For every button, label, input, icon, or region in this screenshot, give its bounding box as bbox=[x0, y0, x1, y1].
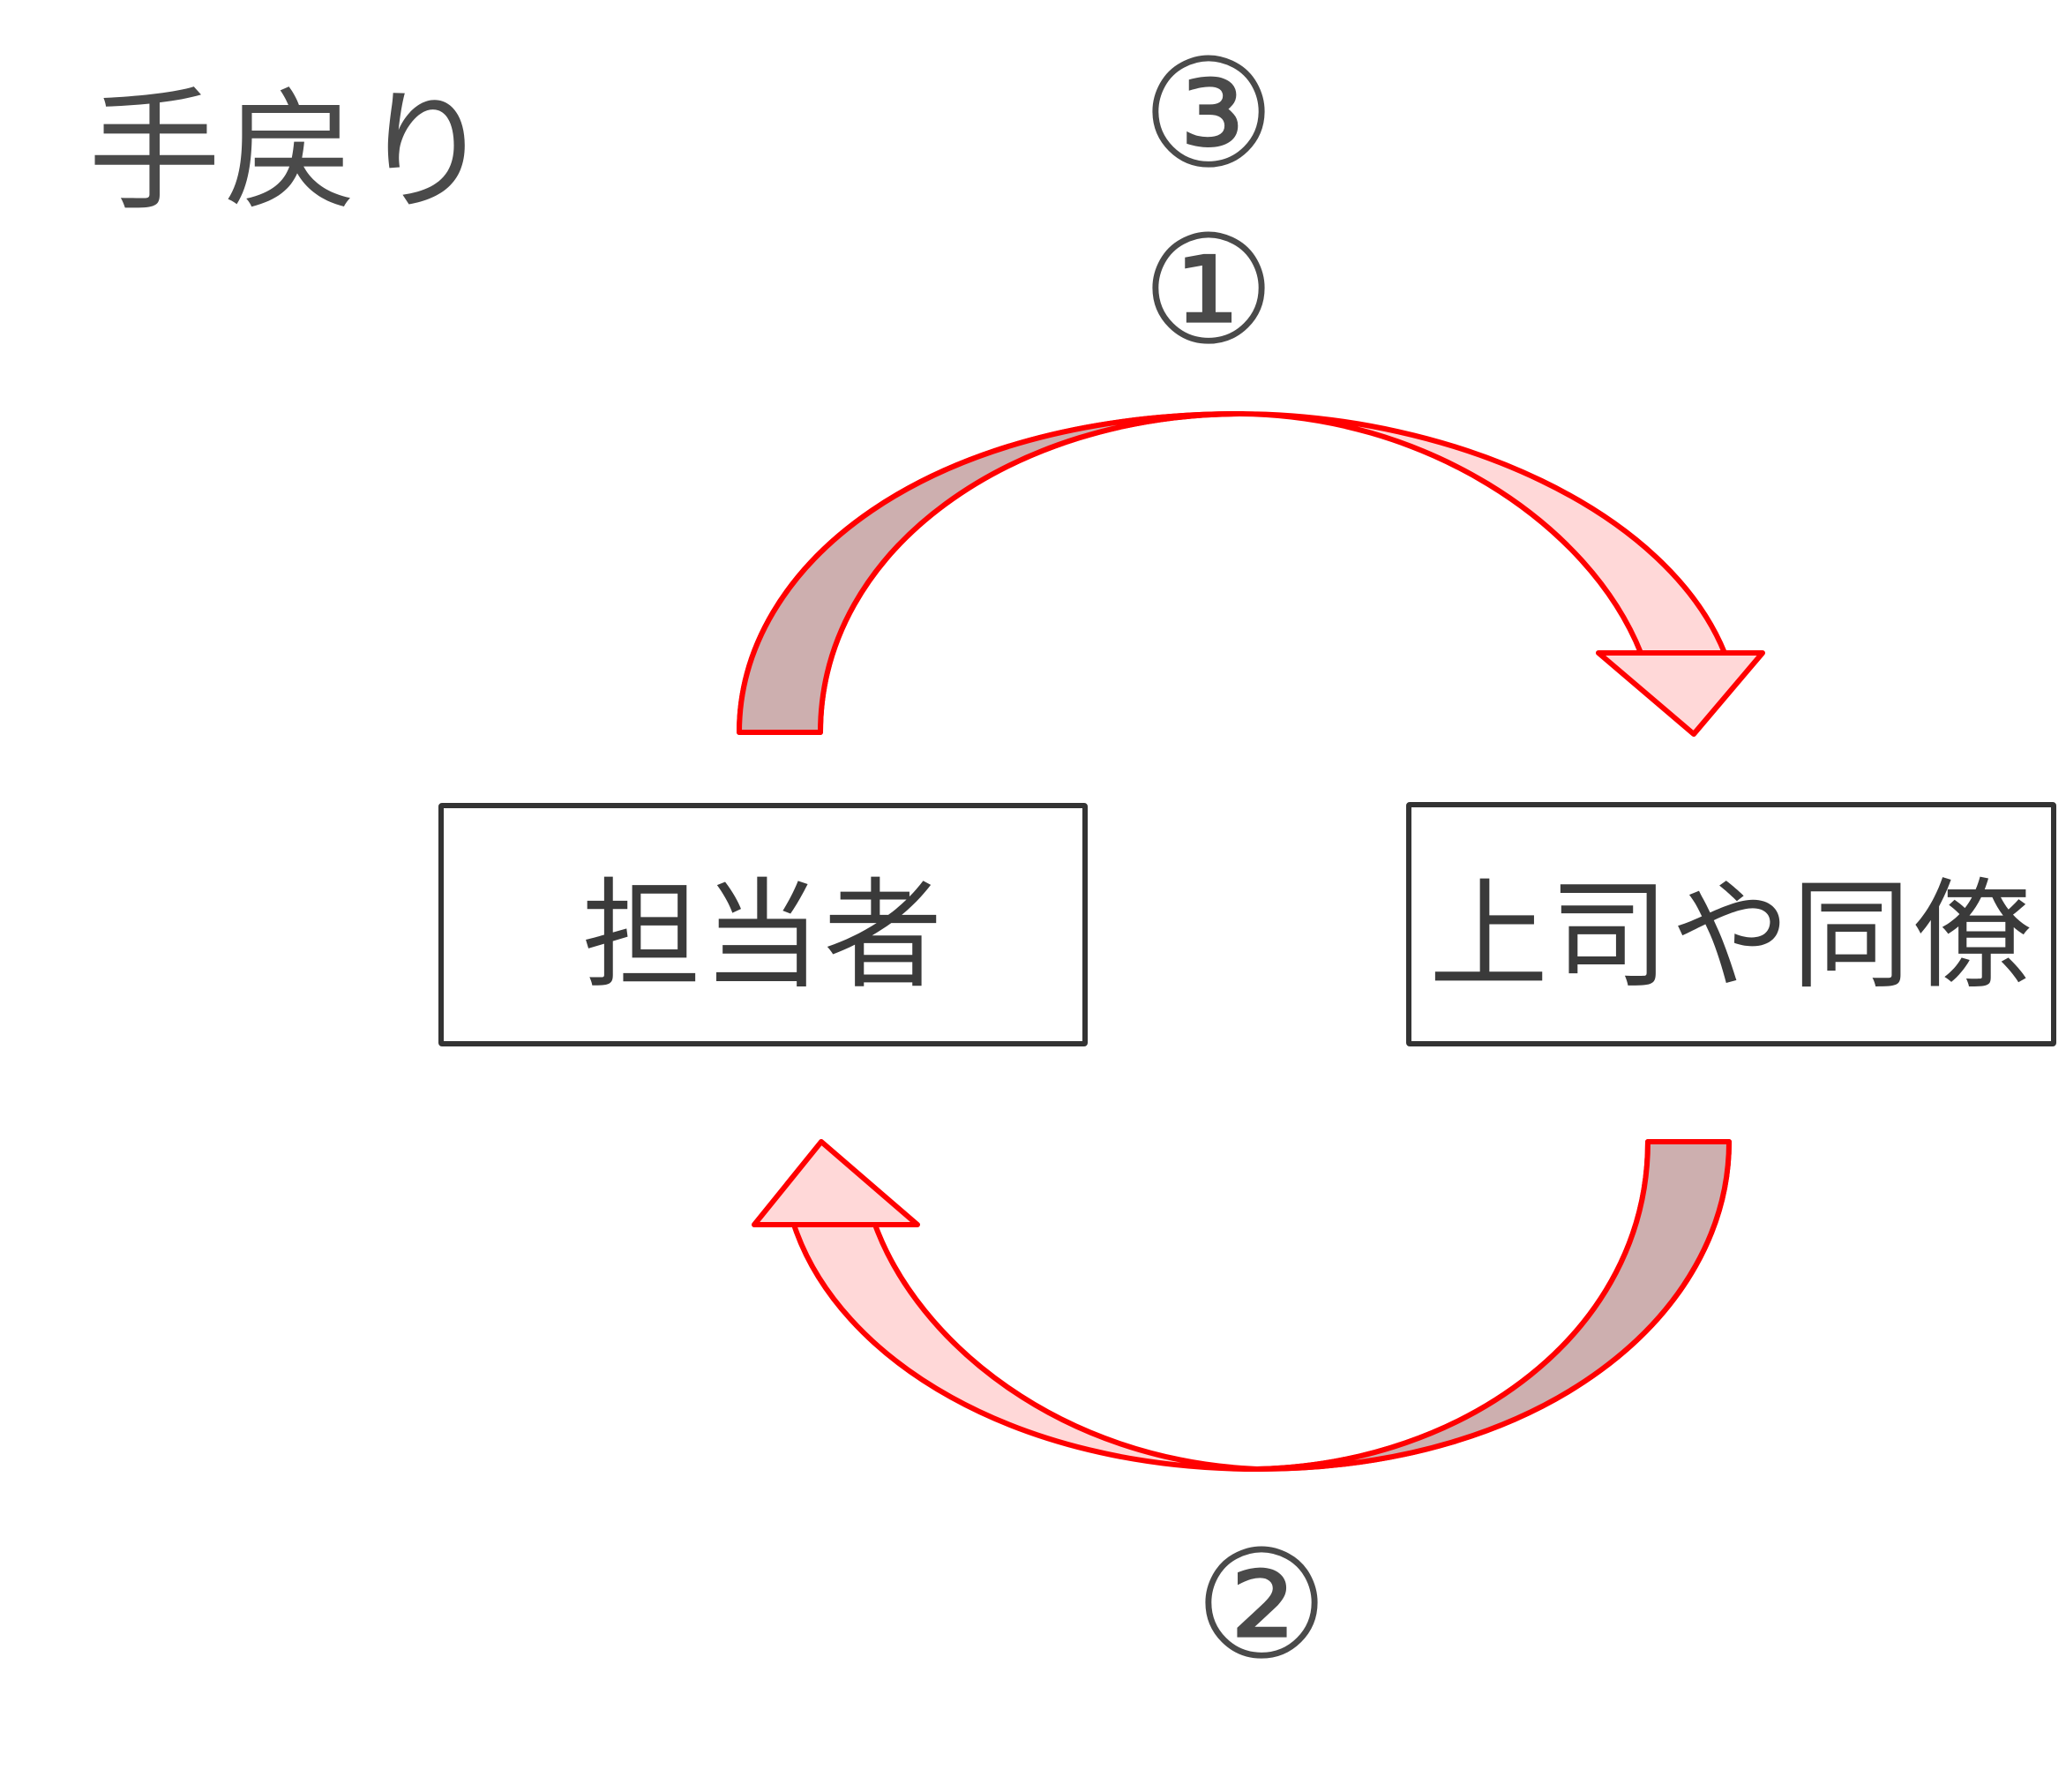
step-1-label: ① bbox=[1141, 204, 1276, 379]
top-arrow-body bbox=[737, 411, 1727, 735]
bottom-arrow-body bbox=[791, 1139, 1732, 1472]
diagram-title: 手戻り bbox=[88, 76, 497, 229]
top-curved-arrow bbox=[737, 411, 1765, 737]
node-boss-and-colleagues-label: 上司や同僚 bbox=[1429, 866, 2033, 1005]
step-2-label: ② bbox=[1194, 1518, 1329, 1693]
bottom-arrow-shadow bbox=[1254, 1139, 1732, 1472]
step-3-label: ③ bbox=[1141, 27, 1276, 202]
node-person-in-charge: 担当者 bbox=[438, 803, 1088, 1046]
bottom-arrow-head bbox=[752, 1139, 920, 1227]
top-arrow-head bbox=[1596, 650, 1765, 737]
node-boss-and-colleagues: 上司や同僚 bbox=[1406, 802, 2056, 1046]
node-person-in-charge-label: 担当者 bbox=[581, 866, 945, 1005]
bottom-curved-arrow bbox=[752, 1139, 1732, 1472]
top-arrow-shadow bbox=[737, 411, 1242, 735]
